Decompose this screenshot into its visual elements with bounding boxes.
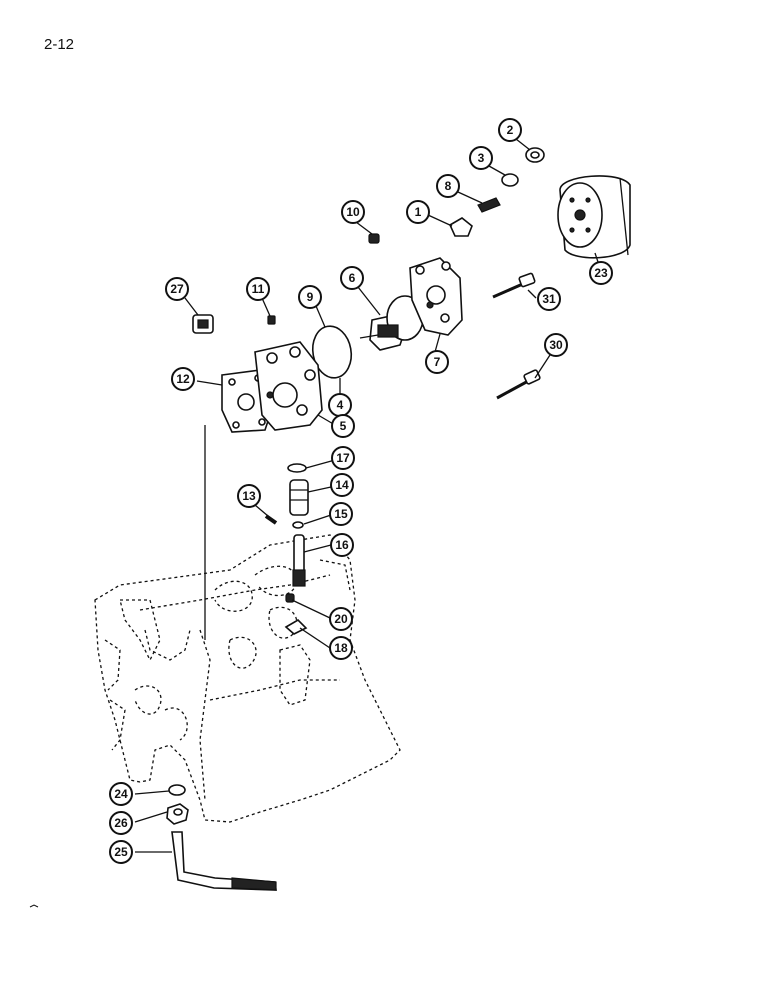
callout-18: 18 [329, 636, 353, 660]
svg-text:3: 3 [478, 151, 485, 165]
callout-3: 3 [469, 146, 493, 170]
svg-text:24: 24 [114, 787, 128, 801]
svg-text:1: 1 [415, 205, 422, 219]
callout-23: 23 [589, 261, 613, 285]
callout-6: 6 [340, 266, 364, 290]
part-9-o-ring [311, 325, 353, 379]
part-15-o-ring [292, 521, 304, 529]
svg-text:25: 25 [114, 845, 128, 859]
svg-text:13: 13 [242, 489, 256, 503]
callout-7: 7 [425, 350, 449, 374]
svg-text:7: 7 [434, 355, 441, 369]
callout-27: 27 [165, 277, 189, 301]
part-7-pump-cover [409, 257, 463, 336]
callout-8: 8 [436, 174, 460, 198]
part-23-oil-filter [557, 175, 631, 259]
svg-text:18: 18 [334, 641, 348, 655]
part-31-bolt [492, 272, 536, 299]
part-11-plug [267, 315, 276, 325]
part-2-cap-nut [525, 147, 545, 163]
svg-text:6: 6 [349, 271, 356, 285]
part-13-pin [264, 514, 278, 525]
callout-9: 9 [298, 285, 322, 309]
part-10-plug [368, 233, 380, 244]
callout-20: 20 [329, 607, 353, 631]
part-8-spring [477, 197, 501, 213]
svg-text:12: 12 [176, 372, 190, 386]
svg-text:17: 17 [336, 451, 350, 465]
svg-text:5: 5 [340, 419, 347, 433]
callout-17: 17 [331, 446, 355, 470]
part-6-rotor-shaft [359, 295, 424, 351]
callout-25: 25 [109, 840, 133, 864]
svg-text:20: 20 [334, 612, 348, 626]
callout-12: 12 [171, 367, 195, 391]
part-1-valve [448, 217, 473, 237]
callout-26: 26 [109, 811, 133, 835]
svg-text:14: 14 [335, 478, 349, 492]
callout-30: 30 [544, 333, 568, 357]
svg-text:10: 10 [346, 205, 360, 219]
svg-text:2: 2 [507, 123, 514, 137]
svg-text:26: 26 [114, 816, 128, 830]
callout-5: 5 [331, 414, 355, 438]
svg-text:11: 11 [252, 282, 265, 296]
part-25-dipstick-tube [171, 831, 277, 891]
callout-11: 11 [246, 277, 270, 301]
svg-text:15: 15 [334, 507, 348, 521]
callout-4: 4 [328, 393, 352, 417]
callout-15: 15 [329, 502, 353, 526]
svg-text:8: 8 [445, 179, 452, 193]
engine-block [94, 534, 401, 823]
svg-text:31: 31 [542, 292, 556, 306]
callout-31: 31 [537, 287, 561, 311]
callout-24: 24 [109, 782, 133, 806]
part-30-bolt [496, 369, 541, 400]
callout-14: 14 [330, 473, 354, 497]
stray-mark [29, 904, 39, 908]
svg-text:4: 4 [337, 398, 344, 412]
page-number: 2-12 [44, 36, 75, 53]
callout-13: 13 [237, 484, 261, 508]
svg-text:27: 27 [170, 282, 184, 296]
part-3-washer [501, 173, 519, 187]
callout-16: 16 [330, 533, 354, 557]
svg-text:16: 16 [335, 538, 349, 552]
part-14-relief-valve [289, 479, 309, 516]
part-17-o-ring [287, 463, 307, 473]
part-16-tube [292, 534, 306, 587]
part-24-washer [168, 784, 186, 796]
part-18-screen [284, 618, 308, 635]
svg-text:9: 9 [307, 290, 314, 304]
callout-10: 10 [341, 200, 365, 224]
callout-2: 2 [498, 118, 522, 142]
svg-text:30: 30 [549, 338, 563, 352]
part-26-nut [166, 803, 189, 825]
svg-text:23: 23 [594, 266, 608, 280]
leader-lines [134, 138, 599, 853]
callout-1: 1 [406, 200, 430, 224]
part-5-pump-housing [254, 341, 323, 431]
part-27-fitting [192, 314, 214, 334]
